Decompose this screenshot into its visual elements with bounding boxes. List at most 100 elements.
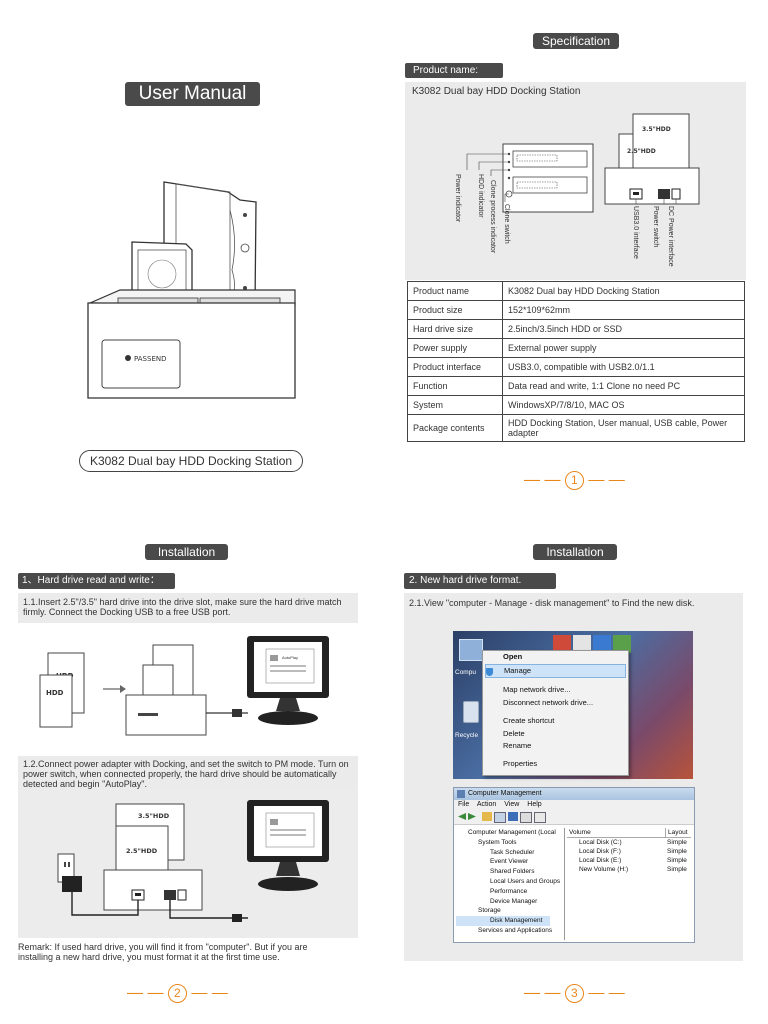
spec-value: 152*109*62mm [502,300,745,320]
install1-heading: 1、Hard drive read and write： [18,573,175,589]
cm-title: Computer Management [468,790,542,797]
spec-key: Function [407,376,503,396]
spec-section-label: Specification [533,33,619,49]
list-item[interactable]: New Volume (H:)Simple [579,866,687,873]
menu-item-create-shortcut[interactable]: Create shortcut [503,716,555,725]
cm-menubar: File Action View Help [454,800,694,810]
hdd-tag-35-install: 3.5"HDD [138,812,170,820]
cm-menu-action[interactable]: Action [476,801,497,808]
tree-item[interactable]: Performance [490,887,528,895]
svg-text:HDD: HDD [46,689,64,697]
install1-remark: Remark: If used hard drive, you will fin… [18,942,308,962]
hdd-tag-25-install: 2.5"HDD [126,847,158,855]
desktop-icon-label-recycle: Recycle [455,732,479,739]
cm-menu-view[interactable]: View [504,801,520,808]
app-icon[interactable] [593,635,611,653]
app-icon[interactable] [573,635,591,653]
menu-item-rename[interactable]: Rename [503,741,532,750]
hdd-tag-25: 2.5"HDD [627,148,656,155]
export-icon[interactable] [534,812,546,823]
install2-heading: 2. New hard drive format. [404,573,556,589]
app-icon[interactable] [613,635,631,653]
column-layout[interactable]: Layout [665,828,688,837]
spec-value: Data read and write, 1:1 Clone no need P… [502,376,745,396]
label-dc-power-interface: DC Power interface [667,206,674,267]
brand-mark: PASSEND [134,355,167,363]
back-icon[interactable] [458,813,466,820]
tree-item[interactable]: Task Scheduler [490,848,535,856]
label-clone-process-indicator: Clone process indicator [489,180,496,254]
folder-icon[interactable] [482,812,492,821]
menu-item-map-network-drive[interactable]: Map network drive... [503,685,571,694]
menu-item-properties[interactable]: Properties [503,758,538,768]
console-icon[interactable] [494,812,506,823]
install1-monitor-text: AutoPlay [282,655,299,660]
help-icon[interactable] [508,812,518,821]
cm-toolbar [454,810,694,825]
tree-item[interactable]: Computer Management (Local [468,829,556,836]
install1-section-label: Installation [145,544,228,560]
tree-item[interactable]: Services and Applications [478,926,553,934]
properties-icon[interactable] [520,812,532,823]
spec-key: System [407,395,503,415]
tree-item[interactable]: System Tools [478,838,517,846]
install1-step2-panel [18,756,358,790]
page-number-1: — — 1 — — [524,471,625,490]
forward-icon[interactable] [468,813,476,820]
spec-key: Product interface [407,357,503,377]
tree-item[interactable]: Event Viewer [490,858,529,866]
app-icon[interactable] [553,635,571,653]
spec-value: K3082 Dual bay HDD Docking Station [502,281,745,301]
cm-tree-pane: Computer Management (Local System Tools … [456,828,565,940]
tree-item[interactable]: Storage [478,907,501,915]
hdd-tag-35: 3.5"HDD [642,126,671,133]
shield-icon [486,668,493,676]
spec-key: Hard drive size [407,319,503,339]
spec-value: 2.5inch/3.5inch HDD or SSD [502,319,745,339]
label-clone-switch: Clone switch [503,204,510,244]
list-item[interactable]: Local Disk (F:)Simple [579,848,687,855]
product-name-value: K3082 Dual bay HDD Docking Station [412,86,581,97]
install2-step-text: 2.1.View "computer - Manage - disk manag… [409,598,695,608]
computer-icon[interactable] [459,639,483,661]
menu-item-disconnect-network-drive[interactable]: Disconnect network drive... [503,697,594,707]
cm-menu-help[interactable]: Help [527,801,542,808]
menu-item-delete[interactable]: Delete [503,728,525,738]
install1-step2-illustration: 3.5"HDD 2.5"HDD [57,800,329,922]
tree-item-disk-management[interactable]: Disk Management [456,916,550,926]
install1-step2-text: 1.2.Connect power adapter with Docking, … [23,759,349,789]
install1-step1-panel [18,593,358,623]
install1-step1-text: 1.1.Insert 2.5"/3.5" hard drive into the… [23,597,342,617]
tree-item[interactable]: Shared Folders [490,868,535,876]
list-item[interactable]: Local Disk (C:)Simple [579,839,687,846]
column-volume[interactable]: Volume [569,829,591,836]
list-item[interactable]: Local Disk (E:)Simple [579,857,687,864]
context-menu: Open Manage Map network drive... Disconn… [482,650,629,776]
cm-volume-list: Volume Layout Local Disk (C:)Simple Loca… [567,828,691,940]
menu-item-open[interactable]: Open [503,652,523,661]
tree-item[interactable]: Device Manager [490,897,538,905]
tree-item[interactable]: Local Users and Groups [490,877,561,885]
label-power-indicator: Power indicator [454,174,461,223]
page-number-3: — — 3 — — [524,984,625,1003]
menu-item-manage[interactable]: Manage [485,663,626,678]
recycle-bin-icon[interactable] [463,701,479,723]
cover-product-caption: K3082 Dual bay HDD Docking Station [79,450,303,472]
spec-key: Package contents [407,414,503,442]
computer-management-window: Computer Management File Action View Hel… [453,787,695,943]
spec-key: Power supply [407,338,503,358]
label-power-switch: Power switch [652,206,659,248]
spec-value: USB3.0, compatible with USB2.0/1.1 [502,357,745,377]
spec-diagram: 3.5"HDD 2.5"HDD [466,113,700,213]
spec-value: External power supply [502,338,745,358]
spec-key: Product name [407,281,503,301]
cm-menu-file[interactable]: File [458,801,470,808]
